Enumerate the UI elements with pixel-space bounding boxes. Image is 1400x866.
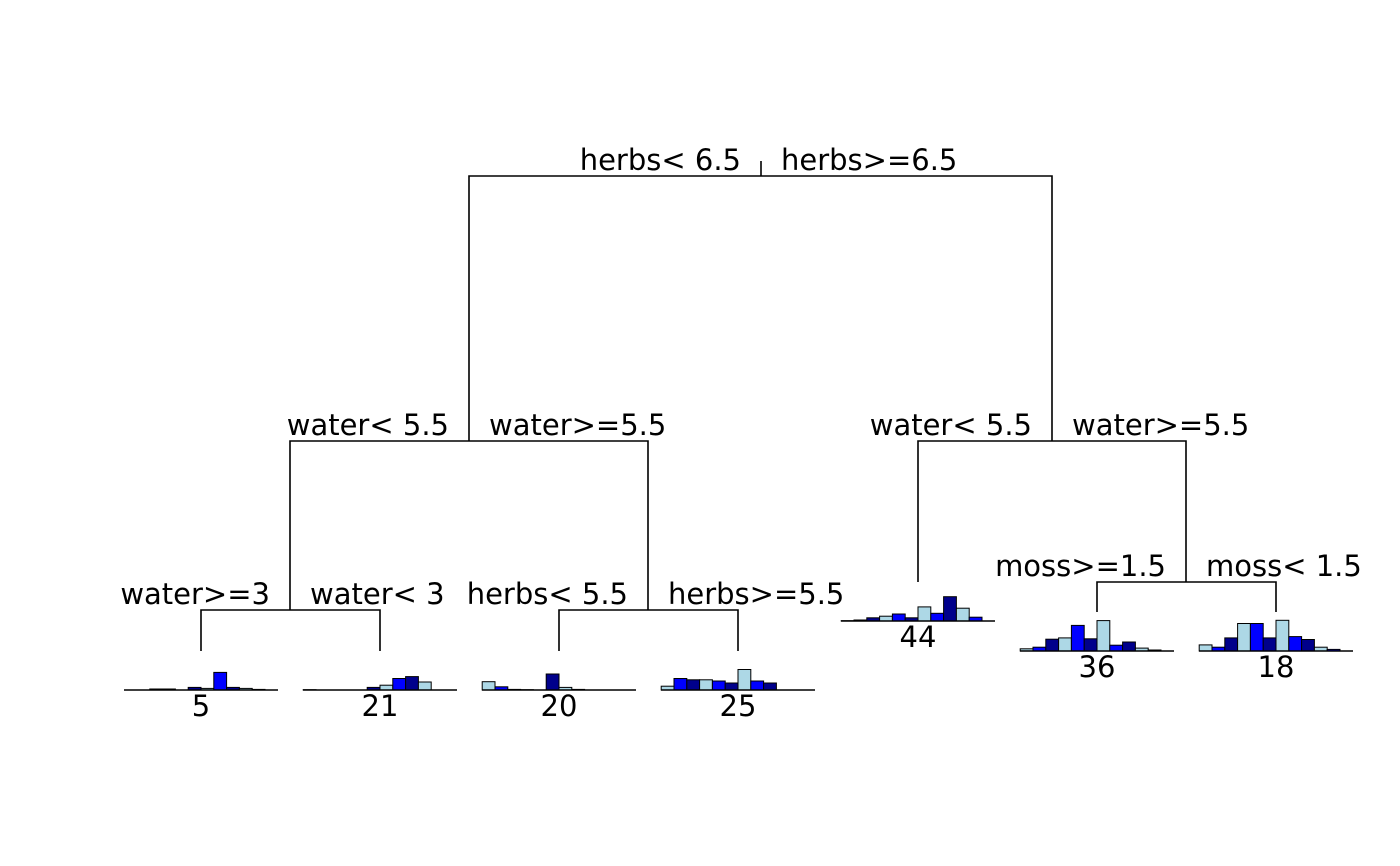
histogram-bar [943,596,957,622]
node-r-left-label: water< 5.5 [870,408,1032,442]
leaf-count: 36 [1079,650,1116,684]
node-ll-right-label: water< 3 [310,577,445,611]
histogram-bar [737,669,752,691]
leaf-histogram [1198,619,1353,652]
histogram-bar [417,681,432,691]
node-rr-right-label: moss< 1.5 [1206,549,1362,583]
leaf-histogram [840,596,995,622]
histogram-bar [1198,644,1213,652]
node-rr-left-label: moss>=1.5 [995,549,1166,583]
histogram-bar [686,679,701,691]
tree-edges [200,161,1277,651]
histogram-bar [1275,619,1290,652]
leaf-6: 36 [1019,620,1174,684]
leaf-count: 44 [900,620,937,654]
node-lr-right-label: herbs>=5.5 [668,577,844,611]
histogram-bar [763,682,777,691]
histogram-bar [1096,620,1111,652]
histogram-bar [1058,637,1072,652]
histogram-bar [1288,636,1303,652]
leaf-histogram [660,669,815,691]
split-labels: herbs< 6.5 herbs>=6.5 water< 5.5 water>=… [120,143,1362,611]
histogram-bar [481,681,496,691]
histogram-bar [1045,638,1060,652]
histogram-bar [1122,641,1136,652]
histogram-bar [1224,637,1239,652]
node-lr-split [558,609,739,651]
node-ll-left-label: water>=3 [120,577,270,611]
leaf-count: 18 [1258,650,1295,684]
histogram-bar [673,678,688,691]
histogram-bar [1237,623,1251,652]
histogram-bar [699,679,713,691]
leaf-count: 20 [541,689,578,723]
leaf-histogram [481,673,636,691]
histogram-bar [917,606,932,622]
leaf-histogram [302,676,457,691]
histogram-bar [1301,639,1315,652]
histogram-bar [955,607,970,622]
leaf-7: 18 [1198,619,1353,684]
leaf-3: 20 [481,673,636,723]
root-left-label: herbs< 6.5 [580,143,741,177]
histogram-bar [545,673,560,691]
node-ll-split [200,609,381,651]
leaf-count: 21 [362,689,399,723]
histogram-bar [405,676,419,691]
root-right-label: herbs>=6.5 [781,143,957,177]
histogram-bar [1070,624,1085,652]
node-l-left-label: water< 5.5 [287,408,449,442]
leaf-2: 21 [302,676,457,723]
node-rr-split [1096,581,1277,612]
leaf-histogram [124,671,278,691]
node-l-right-label: water>=5.5 [489,408,666,442]
node-r-right-label: water>=5.5 [1072,408,1249,442]
node-l-split [289,440,649,610]
leaf-1: 5 [124,671,278,723]
histogram-bar [213,671,228,691]
leaf-histogram [1019,620,1174,652]
histogram-bar [1249,623,1264,652]
leaf-5: 44 [840,596,995,654]
leaf-count: 25 [720,689,757,723]
leaf-count: 5 [192,689,210,723]
node-r-split [917,440,1187,582]
root-split [468,175,1053,441]
leaf-4: 25 [660,669,815,723]
node-lr-left-label: herbs< 5.5 [467,577,628,611]
